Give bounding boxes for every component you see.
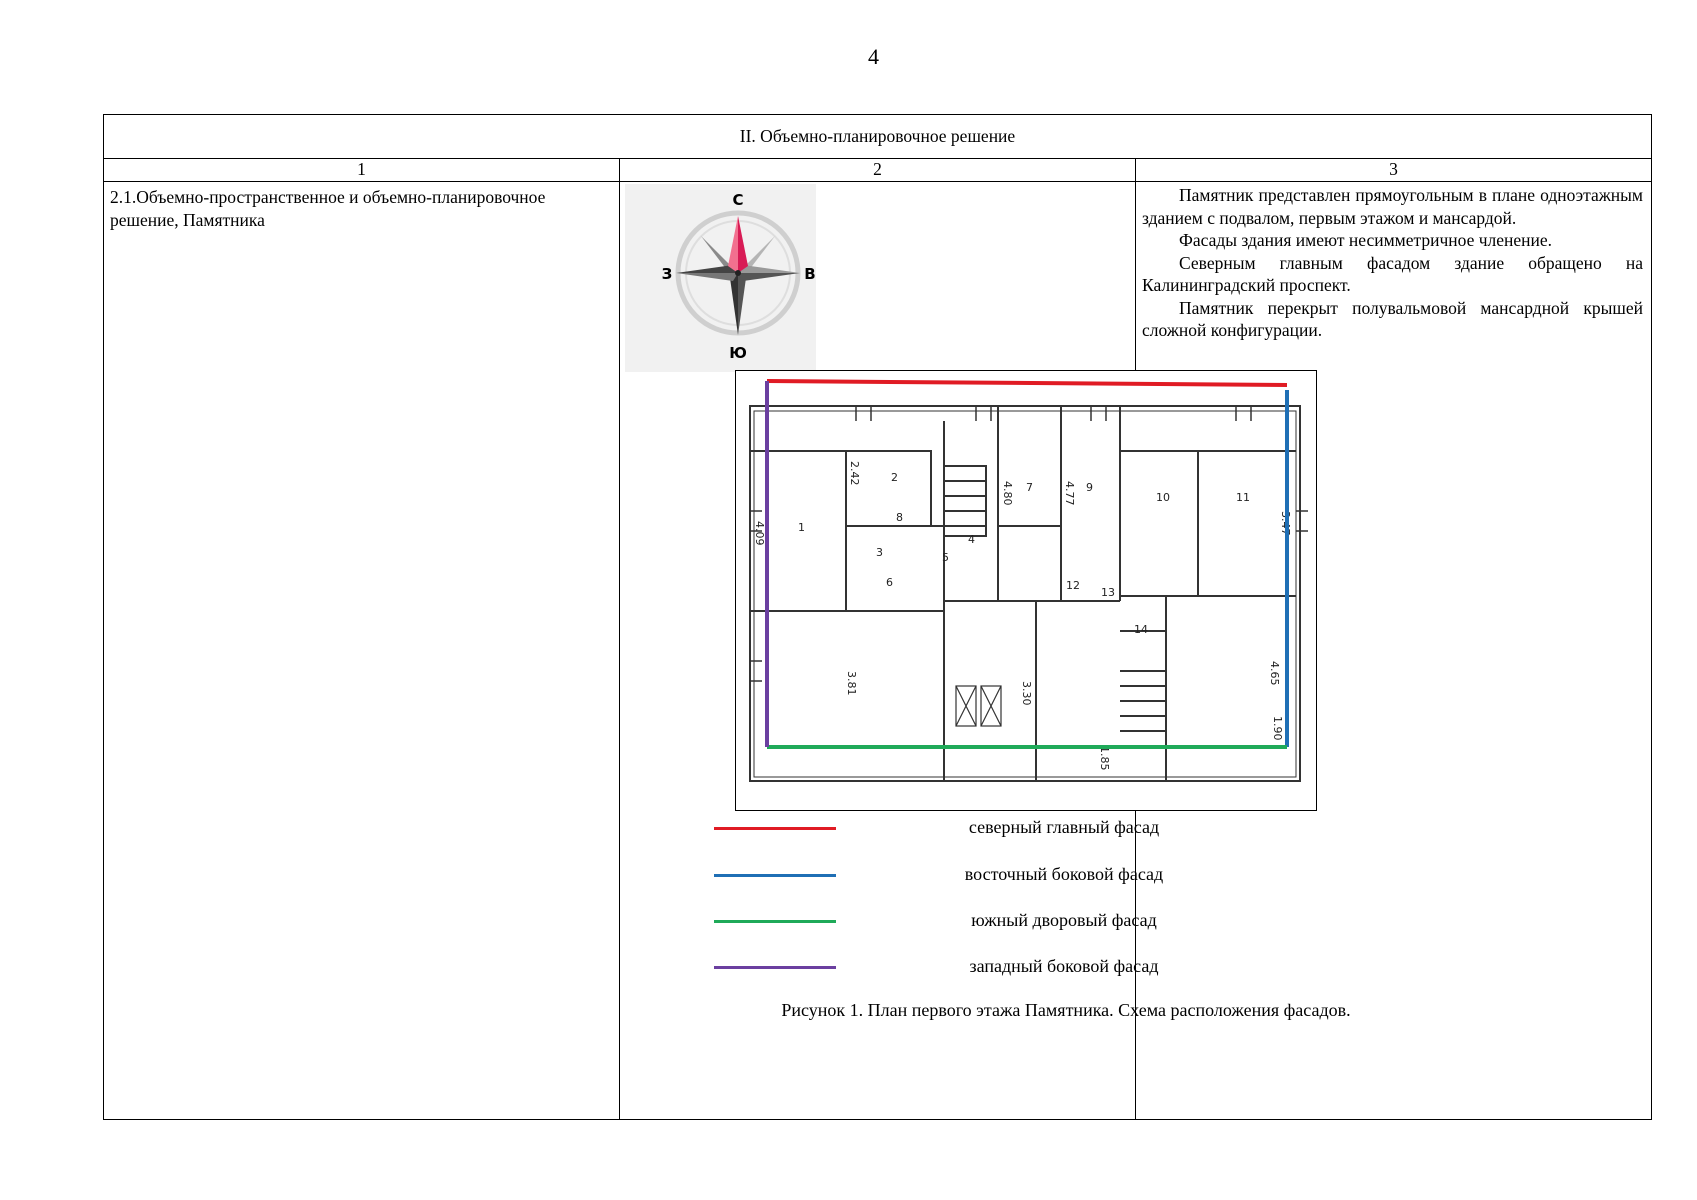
- legend-label: южный дворовый фасад: [971, 910, 1157, 930]
- plan-label: 7: [1026, 481, 1033, 494]
- plan-label: 5: [942, 551, 949, 564]
- description-paragraph: Фасады здания имеют несимметричное члене…: [1179, 230, 1553, 250]
- plan-label: 12: [1066, 579, 1080, 592]
- description-text: Памятник представлен прямоугольным в пла…: [1136, 182, 1651, 342]
- legend-line-blue: [714, 874, 836, 877]
- legend-label: северный главный фасад: [968, 817, 1160, 837]
- compass-west-label: З: [662, 265, 673, 283]
- plan-label: 3.81: [845, 671, 858, 696]
- plan-label: 4: [968, 533, 975, 546]
- plan-label: 13: [1101, 586, 1115, 599]
- plan-label: 4.09: [753, 521, 766, 546]
- north-arrow: [728, 216, 738, 273]
- row-title: 2.1.Объемно-пространственное и объемно-п…: [110, 187, 546, 230]
- legend-item-west: западный боковой фасад: [714, 955, 1274, 985]
- plan-label: 14: [1134, 623, 1148, 636]
- page-number: 4: [868, 44, 879, 69]
- legend-item-east: восточный боковой фасад: [714, 863, 1274, 893]
- plan-label: 9: [1086, 481, 1093, 494]
- section-title: II. Объемно-планировочное решение: [103, 114, 1652, 159]
- row-title-cell: 2.1.Объемно-пространственное и объемно-п…: [103, 181, 620, 1120]
- plan-label: 1.85: [1098, 746, 1111, 771]
- plan-label: 1.90: [1271, 716, 1284, 741]
- legend-item-south: южный дворовый фасад: [714, 909, 1274, 939]
- plan-label: 4.77: [1063, 481, 1076, 506]
- compass-north-label: С: [732, 191, 743, 209]
- description-paragraph: Северным главным фасадом здание обращено…: [1142, 252, 1643, 296]
- description-paragraph: Памятник перекрыт полувальмовой мансардн…: [1142, 297, 1643, 341]
- column-number-2: 2: [619, 158, 1136, 182]
- compass-east-label: В: [804, 265, 815, 283]
- plan-label: 3: [876, 546, 883, 559]
- column-number-3: 3: [1135, 158, 1652, 182]
- plan-label: 3.30: [1020, 681, 1033, 706]
- plan-label: 2: [891, 471, 898, 484]
- description-paragraph: Памятник представлен прямоугольным в пла…: [1142, 185, 1643, 228]
- legend-item-north: северный главный фасад: [714, 816, 1274, 846]
- floor-plan: 1 2 3 4 5 6 7 8 9 10 11 12 13: [735, 370, 1317, 811]
- legend-label: восточный боковой фасад: [964, 864, 1164, 884]
- plan-label: 4.65: [1268, 661, 1281, 686]
- figure-caption: Рисунок 1. План первого этажа Памятника.…: [781, 1000, 1351, 1020]
- legend-line-green: [714, 920, 836, 923]
- legend-label: западный боковой фасад: [969, 956, 1159, 976]
- plan-label: 10: [1156, 491, 1170, 504]
- compass-rose: С Ю З В: [625, 184, 816, 372]
- figure-cell: С Ю З В: [619, 181, 1351, 1120]
- column-number-1: 1: [103, 158, 620, 182]
- plan-label: 1: [798, 521, 805, 534]
- facade-line-north: [766, 379, 1288, 387]
- compass-south-label: Ю: [729, 344, 747, 362]
- plan-label: 4.80: [1001, 481, 1014, 506]
- legend-line-red: [714, 827, 836, 830]
- section-table: II. Объемно-планировочное решение 1 2 3 …: [103, 114, 1652, 1120]
- plan-label: 2.42: [848, 461, 861, 486]
- plan-label: 6: [886, 576, 893, 589]
- plan-label: 8: [896, 511, 903, 524]
- legend-line-purple: [714, 966, 836, 969]
- plan-label: 11: [1236, 491, 1250, 504]
